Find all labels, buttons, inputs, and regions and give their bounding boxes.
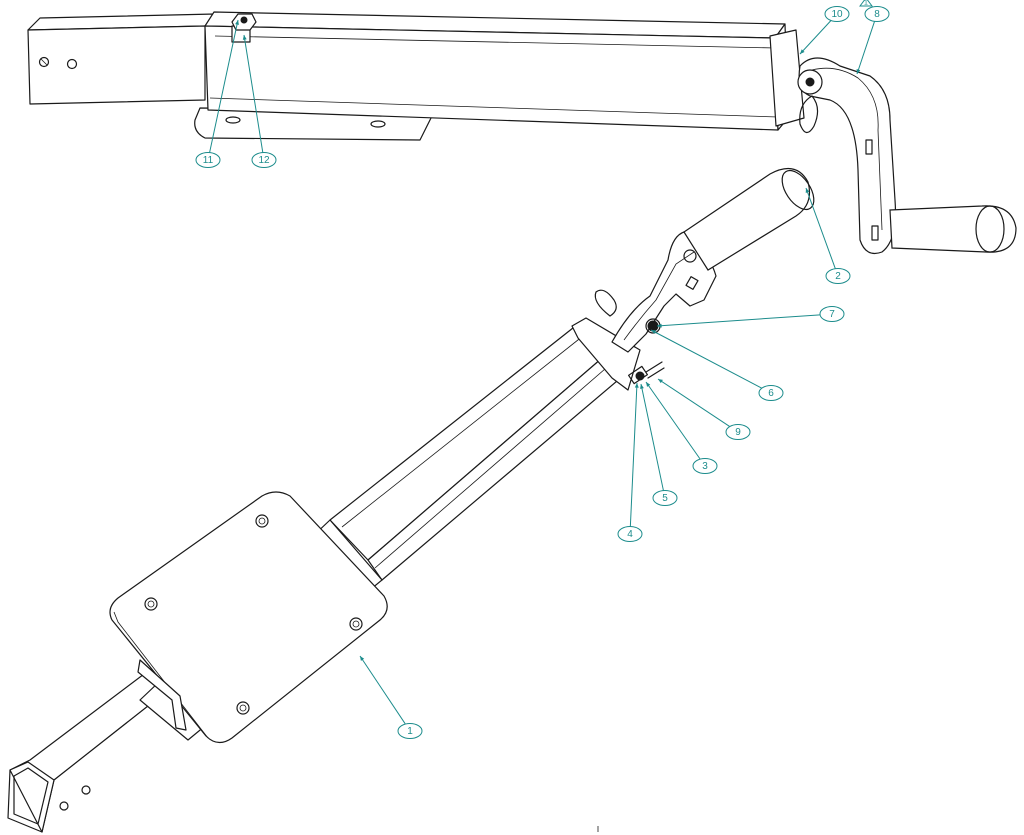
- callout-bubble: [617, 526, 643, 542]
- callout-leader: [799, 20, 832, 55]
- callout-bubble: [825, 268, 851, 284]
- callout-bubble: [195, 152, 221, 168]
- callout-3: 3: [645, 381, 718, 474]
- callout-arrowhead: [235, 20, 239, 25]
- callout-10: 10: [799, 6, 850, 55]
- callout-label: 12: [258, 155, 270, 166]
- callout-label: 9: [735, 427, 741, 438]
- callout-7: 7: [656, 306, 845, 328]
- callout-arrowhead: [646, 382, 651, 387]
- callout-label: 1: [407, 726, 413, 737]
- callout-11: 11: [195, 19, 239, 168]
- callout-leader: [650, 329, 763, 389]
- callout-2: 2: [805, 187, 851, 284]
- callout-4: 4: [617, 382, 643, 542]
- callout-bubble: [251, 152, 277, 168]
- callout-arrowhead: [360, 656, 365, 661]
- callout-arrowhead: [242, 35, 247, 40]
- callout-9: 9: [657, 378, 751, 440]
- callout-bubble: [824, 6, 850, 22]
- callout-label: 8: [874, 9, 880, 20]
- callout-leader: [856, 21, 876, 75]
- callout-leader: [657, 378, 731, 427]
- callout-label: 4: [627, 529, 633, 540]
- revision-mark: 1: [859, 0, 873, 7]
- callout-arrowhead: [657, 323, 662, 328]
- callout-leader: [645, 381, 701, 460]
- callout-leader: [805, 187, 836, 269]
- callout-1: 1: [359, 655, 423, 739]
- callout-label: 11: [203, 155, 214, 166]
- callout-arrowhead: [805, 188, 810, 193]
- callout-label: 5: [662, 493, 668, 504]
- callout-arrowhead: [658, 379, 663, 384]
- callout-label: 10: [831, 9, 843, 20]
- callout-5: 5: [640, 383, 678, 506]
- callout-bubble: [758, 385, 784, 401]
- callout-arrowhead: [634, 383, 639, 388]
- callout-label: 3: [702, 461, 708, 472]
- callout-bubble: [864, 6, 890, 22]
- callout-leader: [656, 314, 821, 327]
- callout-12: 12: [242, 34, 277, 168]
- callout-8: 8: [856, 6, 890, 75]
- callout-bubble: [397, 723, 423, 739]
- revision-mark-label: 1: [864, 0, 868, 7]
- callout-bubble: [652, 490, 678, 506]
- callout-6: 6: [650, 329, 784, 401]
- callout-arrowhead: [640, 384, 644, 389]
- callout-leader: [243, 34, 264, 153]
- callout-arrowhead: [651, 330, 656, 334]
- callout-label: 6: [768, 388, 774, 399]
- callout-label: 7: [829, 309, 835, 320]
- callout-bubble: [725, 424, 751, 440]
- callout-bubble: [819, 306, 845, 322]
- callout-arrowhead: [800, 49, 805, 54]
- callout-label: 2: [835, 271, 841, 282]
- callout-arrowhead: [856, 69, 861, 74]
- lower-tube-assembly: [7, 317, 641, 833]
- callout-leader: [640, 383, 664, 491]
- lower-crank-handle: [594, 167, 815, 385]
- callout-leader: [629, 382, 638, 527]
- callout-bubble: [692, 458, 718, 474]
- callout-leader: [359, 655, 406, 725]
- callout-leader: [209, 19, 239, 153]
- upper-tube-assembly: [27, 11, 805, 141]
- upper-crank-handle: [797, 57, 1017, 255]
